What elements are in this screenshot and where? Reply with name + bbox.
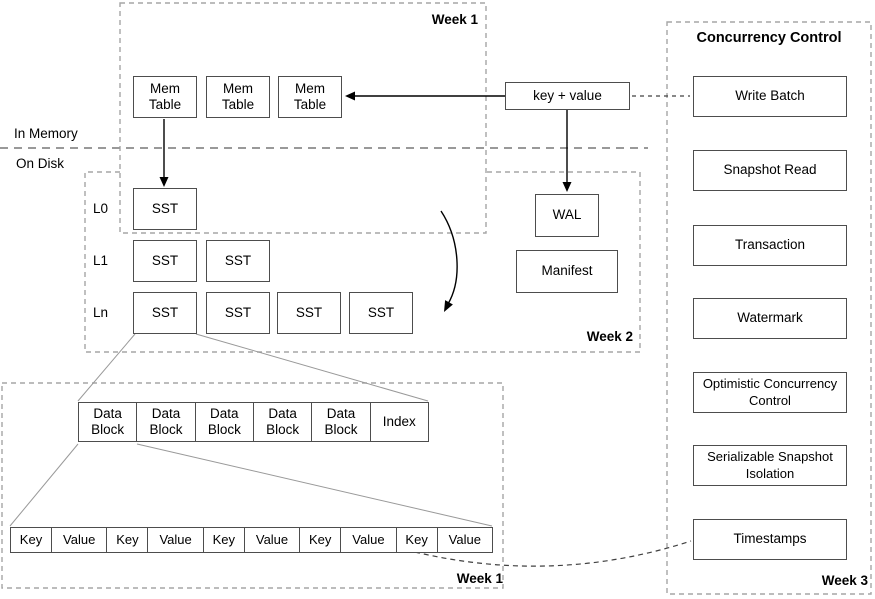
sst-l1-2: SST [206,240,270,282]
on-disk-label: On Disk [16,156,65,171]
entry-value-3: Value [245,528,301,552]
entry-key-3: Key [204,528,245,552]
arrow-memtable-to-sst [159,119,169,187]
wal-box: WAL [535,194,599,237]
entry-key-1: Key [11,528,52,552]
data-block-5: Data Block [312,403,371,441]
entry-value-1: Value [52,528,108,552]
key-value-box: key + value [505,82,630,110]
connector-key-to-timestamps [414,540,692,567]
week2-label: Week 2 [586,329,633,344]
index-block: Index [382,413,416,429]
key-value-row: Key Value Key Value Key Value Key Value … [10,527,493,553]
entry-value-4: Value [341,528,397,552]
entry-key-5: Key [397,528,438,552]
entry-key-2: Key [107,528,149,552]
memtable-3: Mem Table [278,76,342,118]
block-expand-line-left [9,443,79,527]
week1-group-frame [119,2,487,234]
week1-top-label: Week 1 [431,12,478,27]
sst-l1-1: SST [133,240,197,282]
sst-ln-3: SST [277,292,341,334]
serializable-snapshot-isolation-box: Serializable Snapshot Isolation [693,445,847,486]
sst-ln-4: SST [349,292,413,334]
entry-key-4: Key [300,528,342,552]
sst-ln-1: SST [133,292,197,334]
arrow-keyvalue-to-wal [562,110,572,192]
watermark-box: Watermark [693,298,847,339]
in-memory-label: In Memory [14,126,78,141]
flush-compaction-curved-arrow [440,210,458,312]
sst-detail-group-frame [1,382,504,589]
level-l1-label: L1 [93,253,109,268]
transaction-box: Transaction [693,225,847,266]
data-block-4: Data Block [254,403,313,441]
data-block-3: Data Block [196,403,254,441]
manifest-box: Manifest [516,250,618,293]
data-block-2: Data Block [137,403,196,441]
sst-ln-2: SST [206,292,270,334]
memtable-1: Mem Table [133,76,197,118]
week1-bottom-label: Week 1 [456,571,503,586]
arrow-keyvalue-to-memtable [345,91,505,101]
sst-l0-1: SST [133,188,197,230]
week2-group-frame [84,171,641,353]
concurrency-group-frame [666,21,872,595]
data-block-row: Data Block Data Block Data Block Data Bl… [78,402,429,442]
sst-expand-line-right [195,333,429,402]
sst-expand-line-left [77,333,136,402]
block-expand-line-right [136,443,493,527]
entry-value-5: Value [448,532,481,548]
concurrency-control-title: Concurrency Control [696,30,842,46]
level-ln-label: Ln [93,305,109,320]
week3-label: Week 3 [821,573,868,588]
timestamps-box: Timestamps [693,519,847,560]
entry-value-2: Value [148,528,204,552]
optimistic-concurrency-control-box: Optimistic Concurrency Control [693,372,847,413]
level-l0-label: L0 [93,201,109,216]
memtable-2: Mem Table [206,76,270,118]
write-batch-box: Write Batch [693,76,847,117]
snapshot-read-box: Snapshot Read [693,150,847,191]
data-block-1: Data Block [79,403,138,441]
